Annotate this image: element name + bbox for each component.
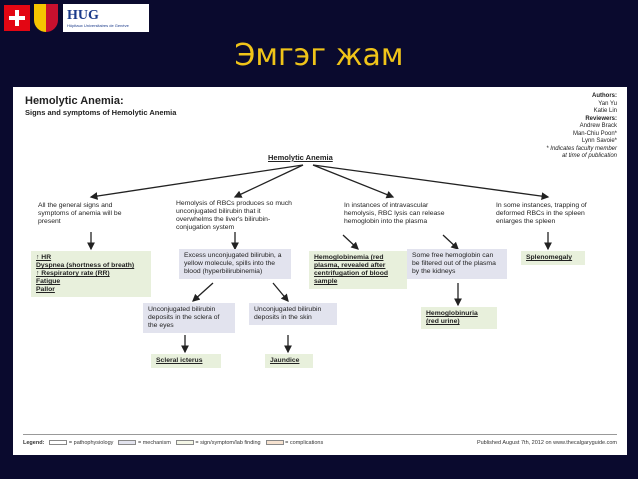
published-note: Published August 7th, 2012 on www.thecal… <box>476 440 617 446</box>
diagram-panel: Hemolytic Anemia: Signs and symptoms of … <box>13 87 627 455</box>
header-logos: HUG Hôpitaux Universitaires de Genève <box>0 0 149 36</box>
legend-swatch <box>265 440 284 446</box>
author-line: Katie Lin <box>593 108 617 114</box>
node-sclera-deposits: Unconjugated bilirubin deposits in the s… <box>143 303 235 333</box>
node-hemolysis-rbc: Hemolysis of RBCs produces so much uncon… <box>176 200 292 231</box>
author-line: Andrew Brack <box>579 123 617 129</box>
flowchart-arrows <box>87 164 552 354</box>
anemia-sign-item: Fatigue <box>36 278 61 285</box>
node-splenomegaly: Splenomegaly <box>521 251 585 265</box>
legend-label: Legend: <box>23 440 45 446</box>
author-line: Man-Chiu Poon* <box>572 130 617 137</box>
anemia-sign-item: Dyspnea (shortness of breath) <box>36 262 135 269</box>
node-hemoglobinuria: Hemoglobinuria (red urine) <box>421 307 497 329</box>
legend-item: = sign/symptom/lab finding <box>175 440 261 446</box>
node-free-hemoglobin: Some free hemoglobin can be filtered out… <box>407 249 507 279</box>
legend-item: = mechanism <box>118 440 171 446</box>
anemia-sign-item: Pallor <box>36 286 55 293</box>
hug-logo: HUG Hôpitaux Universitaires de Genève <box>63 4 149 32</box>
legend-item-label: = sign/symptom/lab finding <box>193 440 261 446</box>
author-line: Lynn Savoie* <box>581 138 617 144</box>
author-line: * Indicates faculty member <box>546 145 617 152</box>
diagram-legend: Legend: = pathophysiology = mechanism = … <box>23 434 617 448</box>
diagram-subtitle: Signs and symptoms of Hemolytic Anemia <box>25 108 177 117</box>
legend-item-label: = mechanism <box>136 440 171 446</box>
node-intravascular: In instances of intravascular hemolysis,… <box>344 202 445 225</box>
node-scleral-icterus: Scleral icterus <box>151 354 221 368</box>
legend-item: = pathophysiology <box>49 440 113 446</box>
root-node: Hemolytic Anemia <box>268 153 333 162</box>
geneva-crest-logo <box>34 4 58 32</box>
node-general-signs: All the general signs and symptoms of an… <box>38 202 122 225</box>
legend-item-label: = complications <box>283 440 324 446</box>
author-line: Reviewers: <box>585 115 617 122</box>
node-hemoglobinemia: Hemoglobinemia (red plasma, revealed aft… <box>309 251 407 289</box>
node-excess-bilirubin: Excess unconjugated bilirubin, a yellow … <box>179 249 291 279</box>
node-skin-deposits: Unconjugated bilirubin deposits in the s… <box>249 303 337 325</box>
author-line: Yan Yu <box>598 100 617 107</box>
slide-title: Эмгэг жам <box>234 38 404 73</box>
node-trapping: In some instances, trapping of deformed … <box>496 202 587 225</box>
author-line: at time of publication <box>561 153 617 159</box>
legend-swatch <box>49 440 68 446</box>
hug-logo-text: HUG <box>67 7 99 23</box>
legend-item: = complications <box>265 440 324 446</box>
node-jaundice: Jaundice <box>265 354 313 368</box>
anemia-sign-item: ↑ HR <box>36 254 52 261</box>
legend-item-label: = pathophysiology <box>67 440 114 446</box>
swiss-flag-logo <box>4 5 30 31</box>
hug-logo-subtext: Hôpitaux Universitaires de Genève <box>67 22 129 28</box>
author-line: Authors: <box>592 93 617 99</box>
anemia-sign-item: ↑ Respiratory rate (RR) <box>36 270 110 277</box>
diagram-title: Hemolytic Anemia: <box>25 95 124 107</box>
legend-swatch <box>118 440 137 446</box>
legend-swatch <box>175 440 194 446</box>
